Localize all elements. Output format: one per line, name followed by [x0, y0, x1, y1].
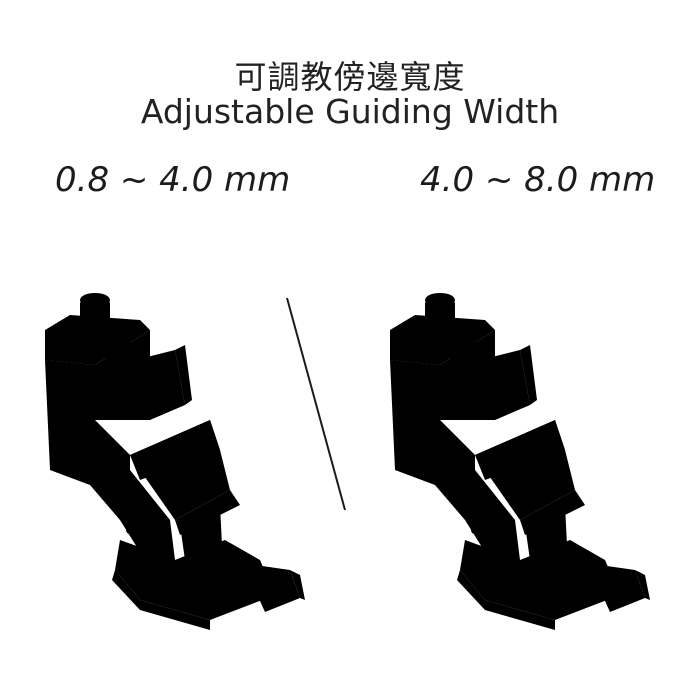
range-label-wide: 4.0 ~ 8.0 mm	[420, 160, 656, 200]
presser-foot-narrow	[45, 293, 305, 630]
title-english: Adjustable Guiding Width	[140, 92, 560, 131]
title-chinese: 可調教傍邊寬度	[234, 58, 466, 96]
presser-foot-wide	[390, 293, 650, 630]
range-label-narrow: 0.8 ~ 4.0 mm	[55, 160, 291, 200]
divider-line	[286, 297, 346, 511]
